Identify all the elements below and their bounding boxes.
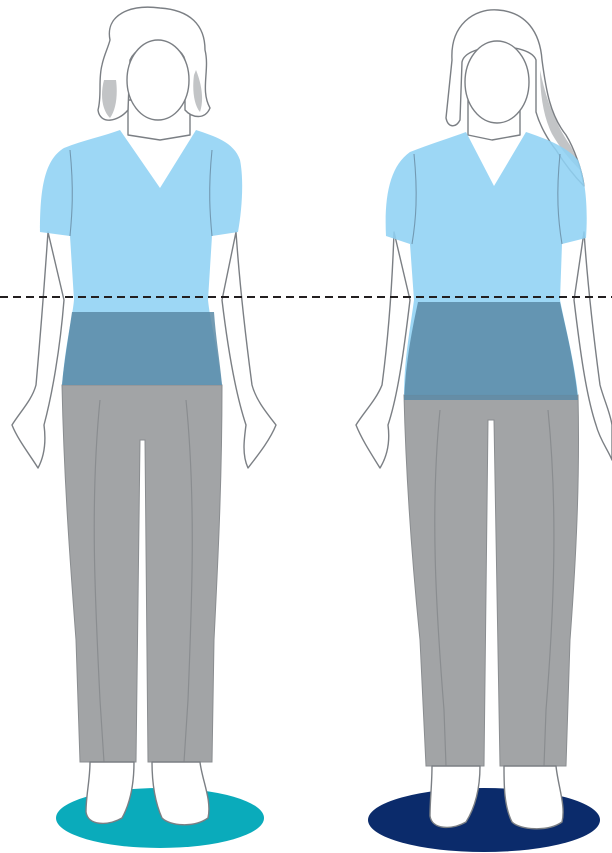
figure-left-right-arm <box>222 232 276 468</box>
figure-left-left-arm <box>12 232 64 468</box>
figure-right-pants <box>404 395 579 766</box>
figure-right-overlap-band <box>404 302 578 400</box>
figure-right-face <box>465 41 529 123</box>
figure-left-pants <box>62 385 222 762</box>
figure-right-right-arm <box>574 232 612 460</box>
figure-right <box>356 10 612 852</box>
figure-right-left-arm <box>356 232 410 468</box>
figure-left-overlap-band <box>62 312 222 385</box>
figure-right-base <box>368 788 600 852</box>
figure-left <box>12 7 276 848</box>
figure-left-right-foot <box>152 762 209 825</box>
figure-right-right-foot <box>504 766 563 829</box>
figure-left-face <box>127 40 189 120</box>
